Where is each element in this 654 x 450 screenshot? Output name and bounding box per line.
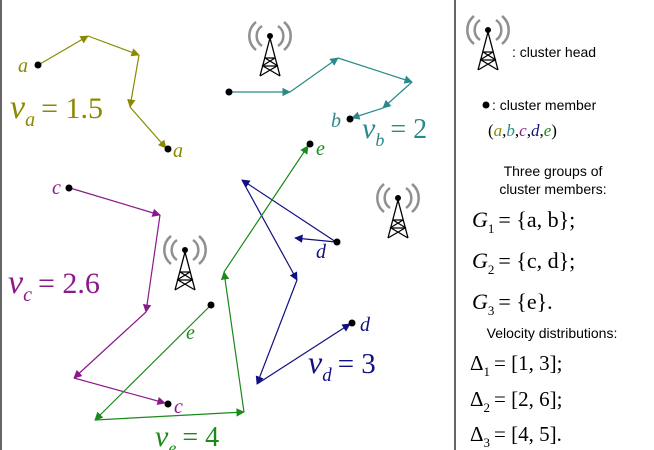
cluster-head-tower-icon	[248, 20, 292, 78]
member-node-d-end	[348, 319, 356, 327]
label-e-start: e	[186, 322, 195, 344]
velocity-delta1: Δ1= [1, 3];	[470, 351, 562, 379]
member-node-d-start	[333, 238, 341, 246]
legend-member-label: : cluster member	[492, 97, 597, 113]
group-g3: G3= {e}.	[472, 289, 553, 318]
label-b-end: b	[331, 110, 341, 132]
member-node-e-end	[306, 140, 314, 148]
velocity-label-c: vc= 2.6	[8, 264, 100, 306]
label-c-start: c	[52, 177, 61, 199]
velocity-title: Velocity distributions:	[487, 325, 618, 341]
legend: : cluster head : cluster member (a,b,c,d…	[466, 14, 618, 450]
cluster-head-tower-icon	[376, 182, 420, 240]
trajectory-e: e e ve= 4	[94, 138, 325, 450]
velocity-label-e: ve= 4	[155, 420, 219, 450]
label-a-end: a	[173, 140, 183, 162]
label-a-start: a	[18, 55, 28, 77]
member-node-c-end	[164, 400, 172, 408]
member-node-b-end	[346, 115, 354, 123]
member-node-c-start	[65, 184, 73, 192]
velocity-delta3: Δ3= [4, 5].	[470, 422, 562, 450]
trajectory-b: b vb= 2	[225, 57, 427, 150]
group-g1: G1= {a, b};	[472, 207, 575, 236]
group-g2: G2= {c, d};	[472, 248, 575, 277]
velocity-label-a: va= 1.5	[10, 89, 103, 131]
member-node-b-start	[225, 88, 233, 96]
label-d-end: d	[360, 314, 371, 336]
member-node-a-end	[164, 145, 172, 153]
member-node-e-start	[207, 301, 215, 309]
label-e-end: e	[316, 138, 325, 160]
trajectory-d: d d vd= 3	[241, 179, 376, 386]
groups-title-line1: Three groups of	[504, 163, 603, 179]
legend-member-dot	[482, 101, 490, 109]
velocity-label-d: vd= 3	[308, 344, 376, 386]
cluster-head-tower-icon	[163, 234, 207, 292]
label-d-start: d	[316, 241, 327, 263]
groups-title-line2: cluster members:	[499, 181, 606, 197]
trajectory-a: a a va= 1.5	[10, 35, 183, 162]
legend-tower-icon	[466, 14, 510, 72]
legend-head-label: : cluster head	[512, 44, 596, 60]
legend-member-set: (a,b,c,d,e)	[488, 121, 557, 140]
label-c-end: c	[174, 396, 183, 418]
velocity-delta2: Δ2= [2, 6];	[470, 387, 562, 415]
velocity-label-b: vb= 2	[362, 112, 427, 150]
trajectory-c: c c vc= 2.6	[8, 177, 183, 418]
member-node-a-start	[34, 61, 42, 69]
